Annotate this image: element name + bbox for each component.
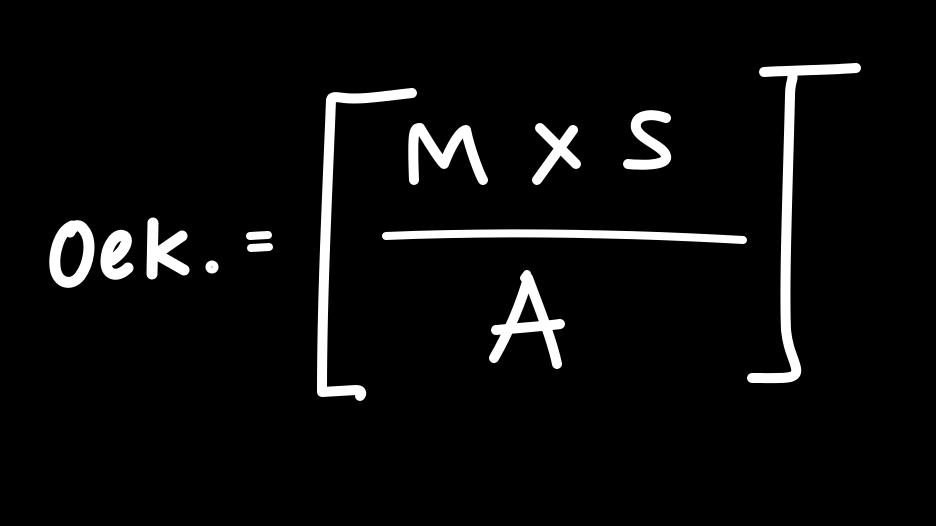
letter-e (100, 229, 134, 280)
left-bracket (317, 88, 417, 401)
period-dot (205, 260, 219, 274)
right-bracket (747, 63, 861, 384)
fraction-bar (382, 229, 747, 244)
denominator-A (489, 270, 565, 369)
numerator-M (408, 123, 488, 185)
multiply-sign (532, 123, 581, 185)
equals-sign (246, 231, 273, 252)
letter-O (49, 220, 95, 288)
letter-k-arms (150, 230, 190, 276)
letter-k-stem (146, 217, 159, 280)
numerator-S (623, 110, 671, 170)
lhs-oek (49, 217, 219, 288)
